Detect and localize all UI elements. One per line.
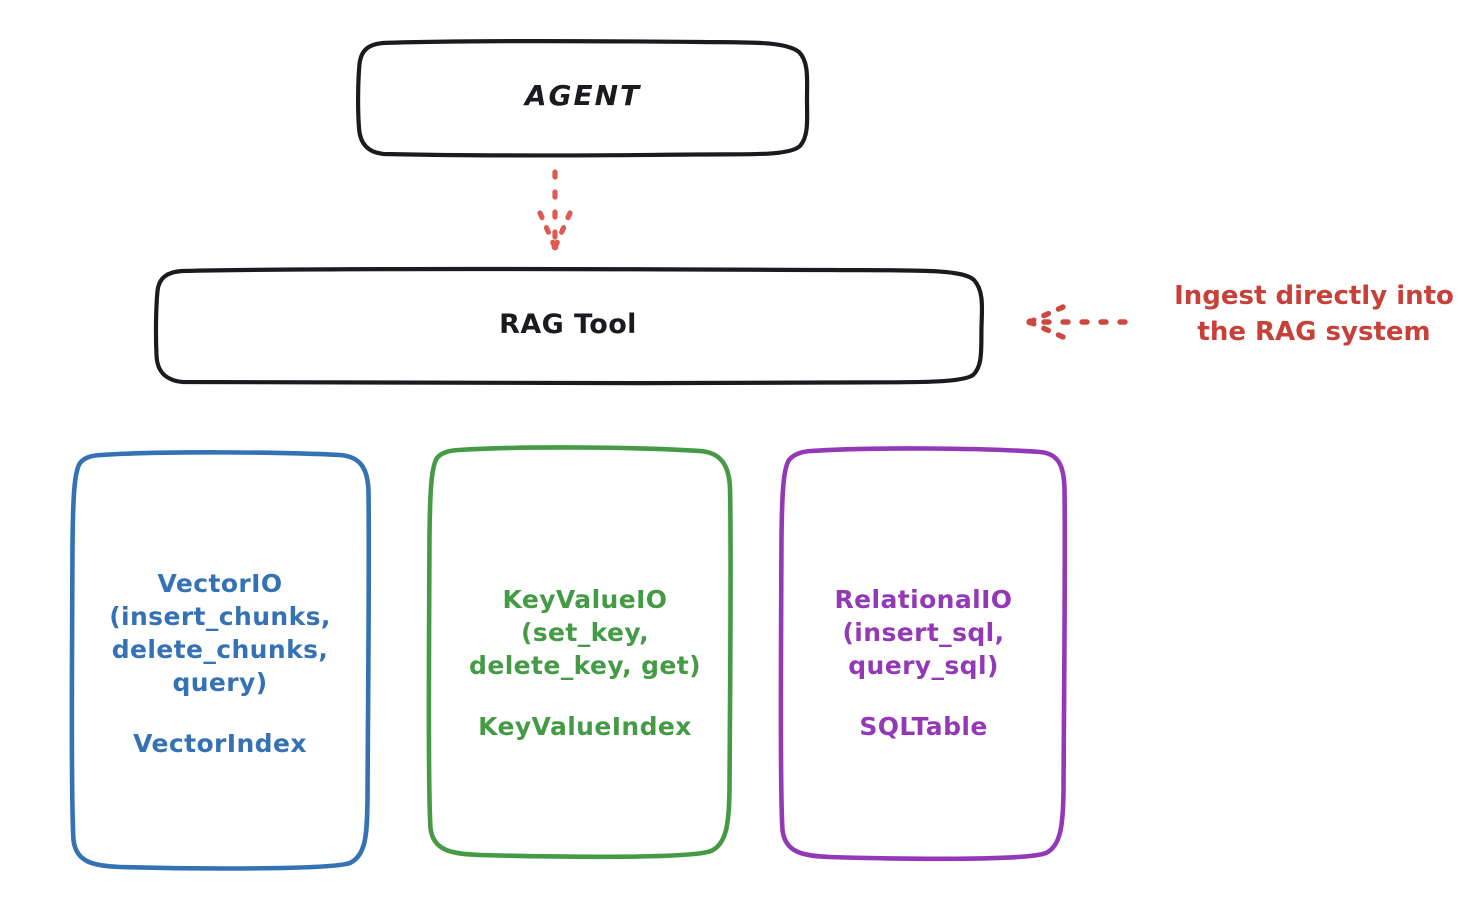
ingest-annotation-text: Ingest directly into the RAG system (1174, 281, 1454, 347)
connector-agent-to-rag-tool (537, 169, 573, 251)
node-rag-tool[interactable] (153, 266, 985, 386)
node-agent[interactable] (355, 38, 810, 158)
node-vector-io[interactable] (69, 450, 372, 871)
connector-ingest-arrow (1026, 304, 1128, 340)
node-key-value-io[interactable] (426, 445, 733, 860)
node-relational-io[interactable] (778, 446, 1068, 862)
